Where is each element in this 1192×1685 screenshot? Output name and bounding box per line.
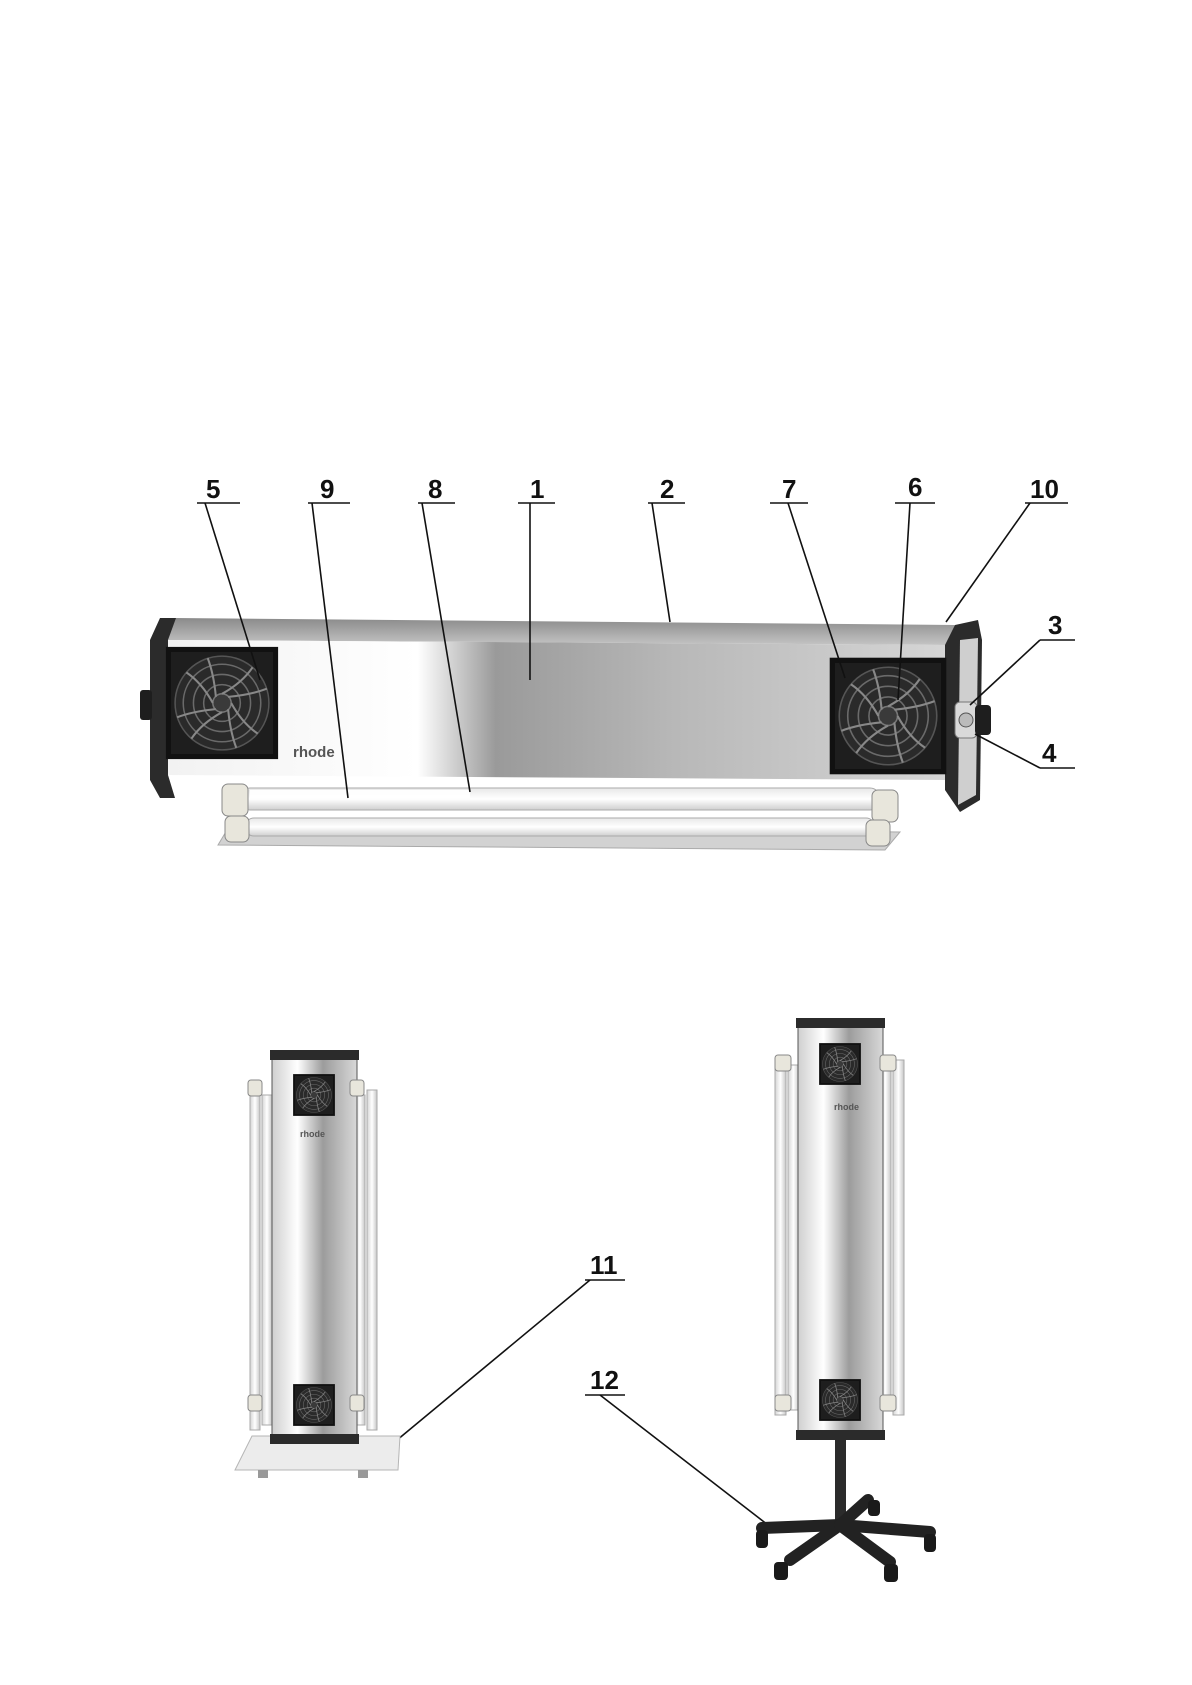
left-knob: [140, 690, 152, 720]
callout-11: 11: [590, 1250, 618, 1280]
callout-7: 7: [782, 474, 796, 504]
stand-lamp-left-inner: [788, 1065, 799, 1410]
fan-right-grille: [830, 658, 947, 775]
base-foot-left: [258, 1470, 268, 1478]
side-lamp-right-outer: [367, 1090, 377, 1430]
stand-column-housing: [798, 1025, 883, 1435]
column-bottom-cap: [270, 1434, 359, 1444]
column-brand-logo: rhode: [300, 1129, 325, 1139]
floor-unit-plate: rhode: [235, 1050, 400, 1478]
fan-left-grille: [166, 647, 278, 759]
callout-5: 5: [206, 474, 220, 504]
stand-fan-top: [819, 1043, 861, 1085]
stand-lamp-left-outer: [775, 1060, 786, 1415]
callout-3: 3: [1048, 610, 1062, 640]
uv-lamp-lower: [245, 818, 875, 836]
stand-fan-bottom: [819, 1379, 861, 1421]
callout-2: 2: [660, 474, 674, 504]
stand-column-top-cap: [796, 1018, 885, 1028]
callout-10: 10: [1030, 474, 1059, 504]
column-top-cap: [270, 1050, 359, 1060]
callout-12: 12: [590, 1365, 619, 1395]
column-fan-bottom: [293, 1384, 335, 1426]
stand-brand-logo: rhode: [834, 1102, 859, 1112]
stand-lamp-right-outer: [893, 1060, 904, 1415]
floor-unit-castors: rhode: [756, 1018, 936, 1582]
callout-1: 1: [530, 474, 544, 504]
base-foot-right: [358, 1470, 368, 1478]
wall-unit: rhode: [140, 618, 991, 850]
callout-4: 4: [1042, 738, 1057, 768]
brand-logo: rhode: [293, 744, 335, 761]
column-fan-top: [293, 1074, 335, 1116]
power-switch: [955, 702, 991, 738]
stand-column-bottom-cap: [796, 1430, 885, 1440]
side-lamp-left-inner: [262, 1095, 272, 1425]
callout-9: 9: [320, 474, 334, 504]
callout-6: 6: [908, 472, 922, 502]
callout-8: 8: [428, 474, 442, 504]
lamp-reflector: [250, 790, 470, 798]
stand-pole: [835, 1440, 846, 1522]
side-lamp-left-outer: [250, 1090, 260, 1430]
